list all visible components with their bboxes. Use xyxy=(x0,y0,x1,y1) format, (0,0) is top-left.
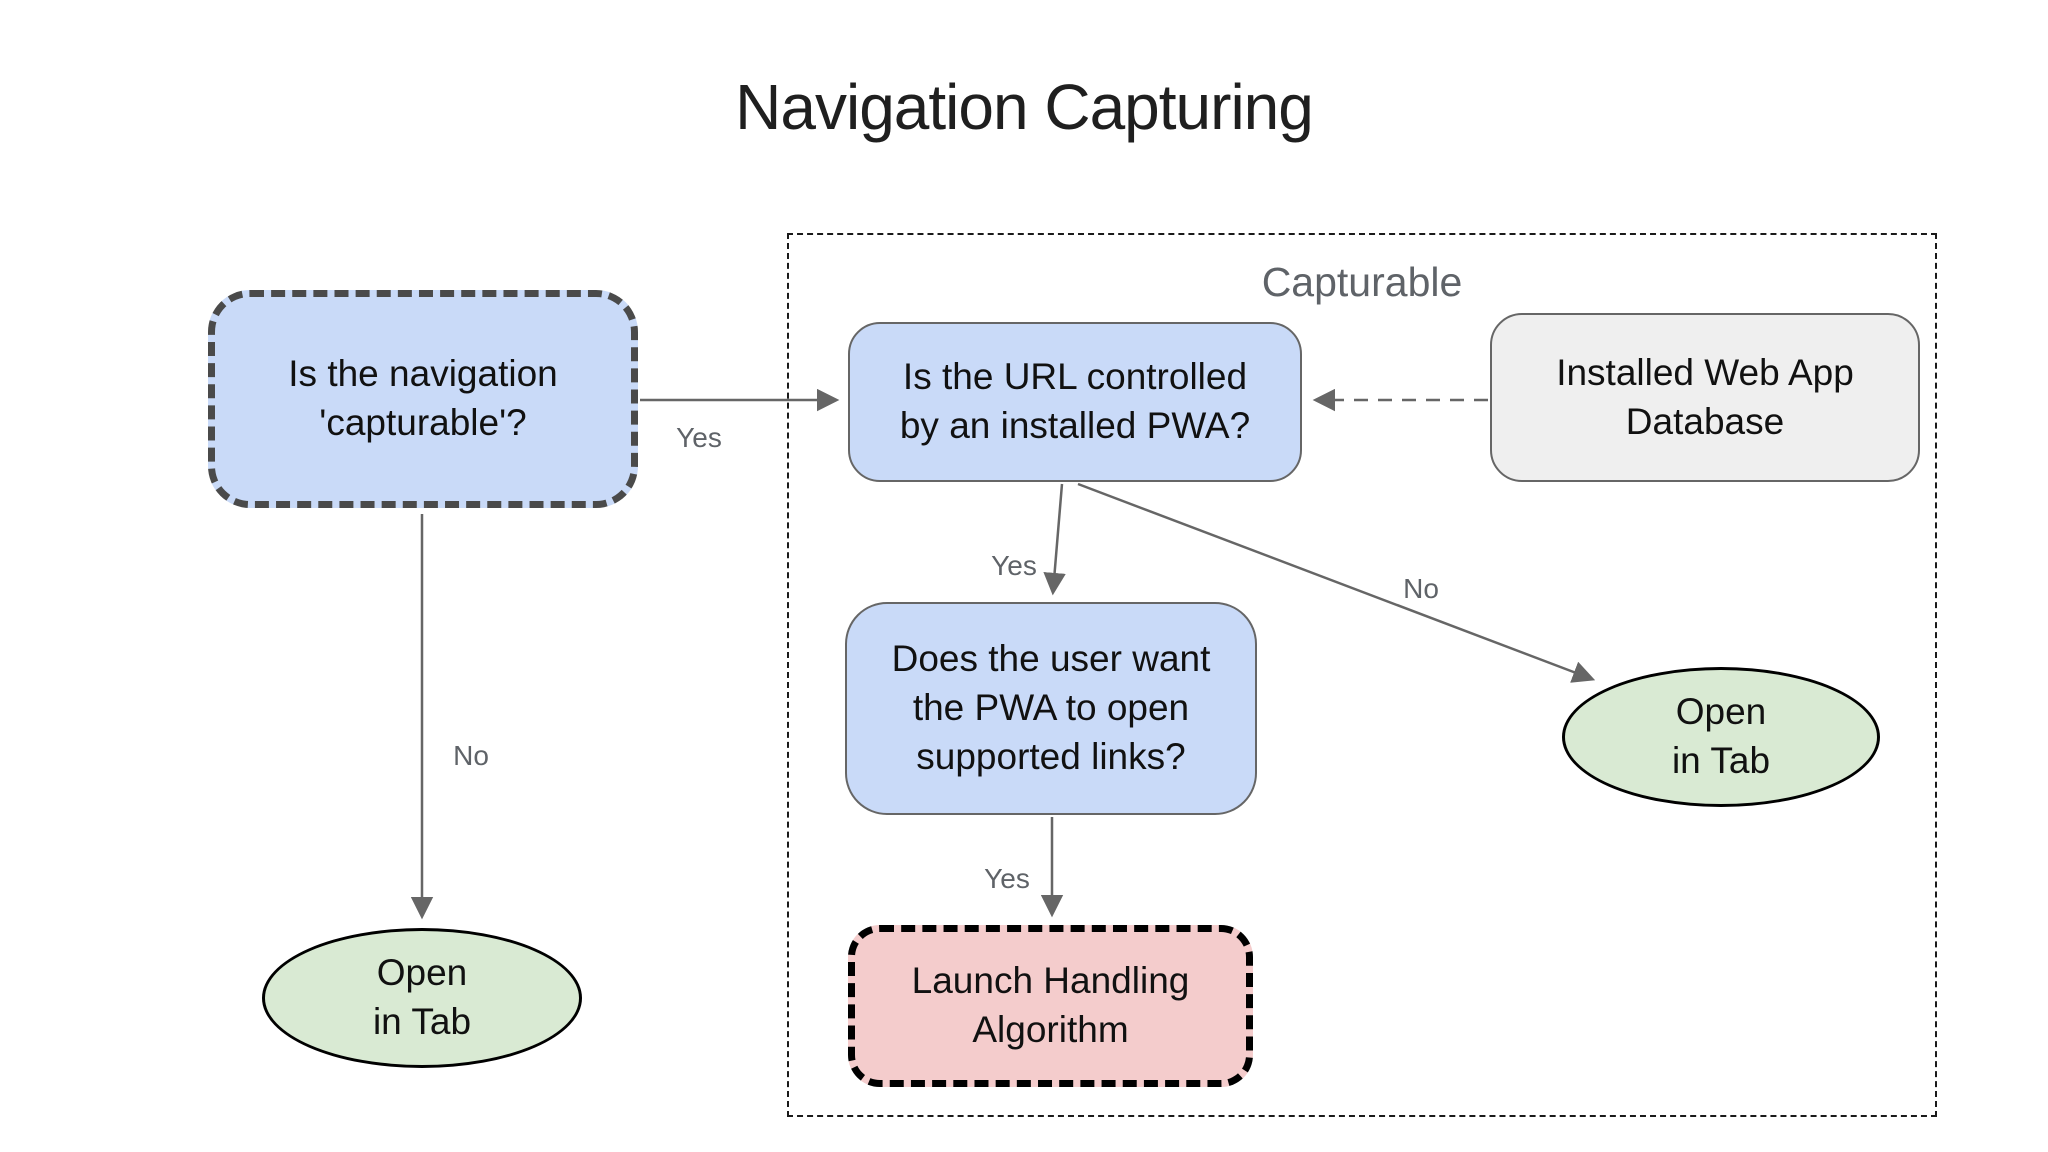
edge-label-yes-capturable: Yes xyxy=(676,422,722,453)
edge-label-yes-pwa: Yes xyxy=(991,550,1037,581)
node-does-user-want-pwa-open-links: Does the user want the PWA to open suppo… xyxy=(845,602,1257,815)
edge-label-no-capturable: No xyxy=(453,740,489,771)
edge-pwa-no-arrow xyxy=(1077,482,1596,683)
node-launch-handling-algorithm: Launch Handling Algorithm xyxy=(848,925,1253,1087)
edge-label-no-pwa: No xyxy=(1403,573,1439,604)
capturable-group-label: Capturable xyxy=(1261,259,1463,305)
node-is-navigation-capturable: Is the navigation 'capturable'? xyxy=(208,290,638,508)
node-is-url-controlled-by-pwa: Is the URL controlled by an installed PW… xyxy=(848,322,1302,482)
edge-label-yes-supported: Yes xyxy=(984,863,1030,894)
edge-pwa-yes-arrow xyxy=(1043,483,1066,596)
capturable-group-boundary: Capturable xyxy=(787,233,1937,1117)
node-open-in-tab-left: Open in Tab xyxy=(262,928,582,1068)
node-open-in-tab-right: Open in Tab xyxy=(1562,667,1880,807)
node-installed-web-app-database: Installed Web App Database xyxy=(1490,313,1920,482)
diagram-title: Navigation Capturing xyxy=(735,71,1314,143)
